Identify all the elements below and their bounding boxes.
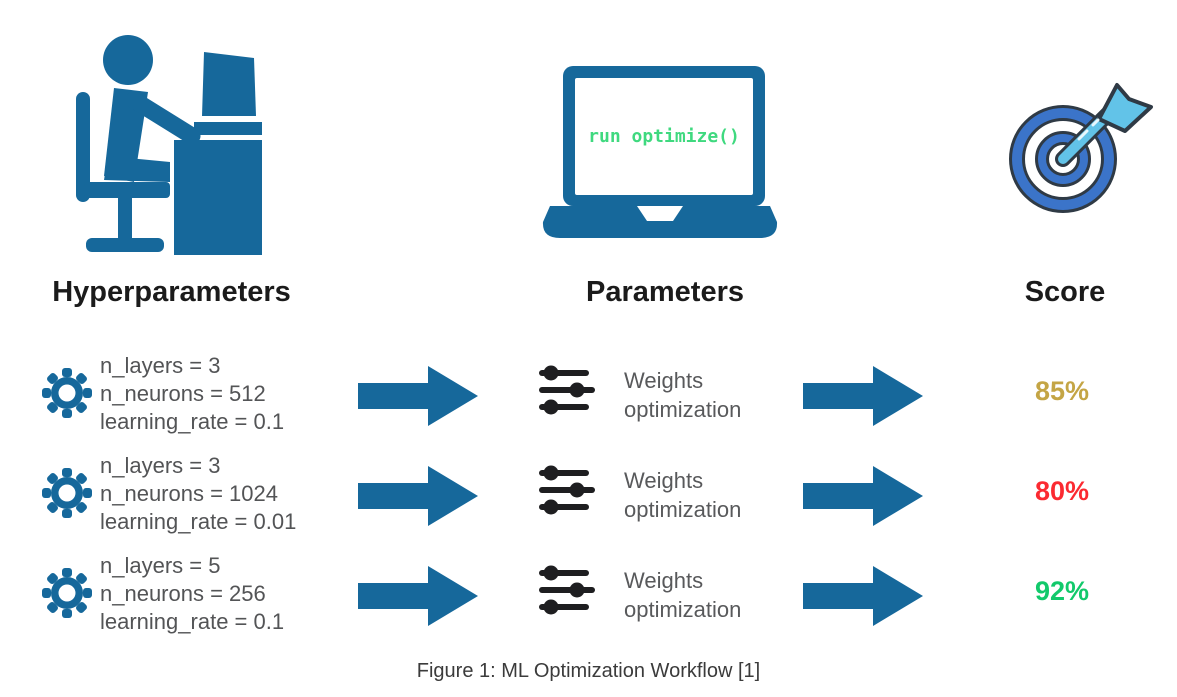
hyperparameter-line: learning_rate = 0.1: [100, 409, 285, 434]
arrow-right-icon: [358, 466, 478, 526]
column-label-parameters: Parameters: [586, 276, 744, 308]
figure-caption: Figure 1: ML Optimization Workflow [1]: [416, 660, 761, 682]
hyperparameter-line: n_neurons = 1024: [100, 481, 278, 506]
arrow-right-icon: [358, 366, 478, 426]
arrow-right-icon: [803, 466, 923, 526]
target-icon: [1009, 83, 1153, 213]
score-value: 92%: [1035, 576, 1090, 606]
hyperparameter-line: n_layers = 5: [100, 553, 221, 578]
process-line: Weights: [624, 468, 704, 493]
arrow-right-icon: [358, 566, 478, 626]
gear-icon: [42, 568, 92, 618]
process-text: Weights optimization: [624, 466, 741, 524]
sliders-icon: [539, 565, 595, 615]
hyperparameter-line: learning_rate = 0.01: [100, 509, 297, 534]
arrow-right-icon: [803, 566, 923, 626]
process-line: optimization: [624, 597, 742, 622]
hyperparameter-line: n_neurons = 256: [100, 581, 266, 606]
process-line: optimization: [624, 497, 742, 522]
hyperparameters-text: n_layers = 3 n_neurons = 1024 learning_r…: [100, 452, 296, 536]
gear-icon: [42, 368, 92, 418]
score-value: 85%: [1035, 376, 1090, 406]
workflow-row: n_layers = 5 n_neurons = 256 learning_ra…: [0, 552, 1177, 652]
workflow-row: n_layers = 3 n_neurons = 1024 learning_r…: [0, 452, 1177, 552]
laptop-icon: [542, 66, 778, 238]
sliders-icon: [539, 365, 595, 415]
process-line: Weights: [624, 568, 704, 593]
person-at-desk-icon: [76, 35, 262, 255]
hyperparameter-line: n_neurons = 512: [100, 381, 266, 406]
hyperparameter-line: n_layers = 3: [100, 453, 221, 478]
process-line: Weights: [624, 368, 704, 393]
arrow-right-icon: [803, 366, 923, 426]
process-text: Weights optimization: [624, 366, 741, 424]
gear-icon: [42, 468, 92, 518]
hyperparameter-line: learning_rate = 0.1: [100, 609, 285, 634]
score-value: 80%: [1035, 476, 1090, 506]
sliders-icon: [539, 465, 595, 515]
workflow-row: n_layers = 3 n_neurons = 512 learning_ra…: [0, 352, 1177, 452]
process-line: optimization: [624, 397, 742, 422]
column-label-hyperparameters: Hyperparameters: [52, 276, 291, 308]
column-label-score: Score: [1024, 276, 1106, 308]
hyperparameters-text: n_layers = 5 n_neurons = 256 learning_ra…: [100, 552, 284, 636]
hyperparameters-text: n_layers = 3 n_neurons = 512 learning_ra…: [100, 352, 284, 436]
process-text: Weights optimization: [624, 566, 741, 624]
hyperparameter-line: n_layers = 3: [100, 353, 221, 378]
laptop-screen-code: run optimize(): [588, 126, 740, 147]
